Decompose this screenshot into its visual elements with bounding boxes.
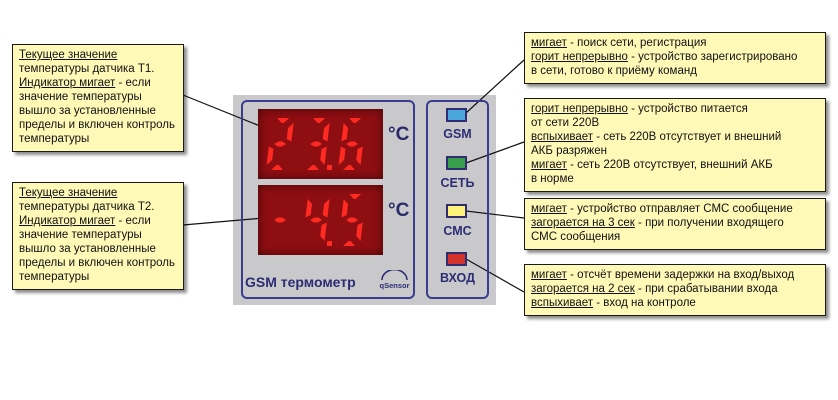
callout-vhod-l2: - при срабатывании входа: [634, 283, 778, 295]
callout-set-l1: - устройство питается: [627, 103, 748, 115]
callout-vhod-l3: - вход на контроле: [593, 297, 696, 309]
callout-sms-l3: СМС сообщения: [531, 231, 621, 243]
callout-t1-line3: - если: [115, 77, 151, 89]
callout-sms-l1: - устройство отправляет СМС сообщение: [566, 203, 793, 215]
t2-digit-0-segment-g: [274, 217, 287, 223]
svg-text:qSensor: qSensor: [379, 281, 409, 290]
t1-digit-0-segment-e: [266, 146, 274, 165]
t2-digit-1-segment-g: [310, 217, 323, 223]
seven-segment-t1: [266, 118, 363, 170]
t1-digit-2-segment-f: [341, 123, 349, 142]
qsensor-logo: qSensor: [379, 270, 410, 290]
callout-t2-line2: температуры датчика Т2.: [19, 201, 155, 213]
sms-indicator-label: СМС: [443, 224, 472, 238]
gsm-indicator-icon: [446, 108, 467, 122]
t1-digit-2-segment-d: [343, 165, 355, 170]
callout-t2-line1: Текущее значение: [19, 187, 118, 199]
callout-gsm-l1: - поиск сети, регистрация: [566, 37, 707, 49]
callout-t2-line4: значение температуры: [19, 229, 142, 241]
callout-gsm-l2-underlined: горит непрерывно: [531, 51, 628, 63]
callout-t2-line6: пределы и включен контроль: [19, 257, 175, 269]
callout-gsm-l3: в сети, готово к приёму команд: [531, 65, 697, 77]
t2-digit-2-segment-g: [346, 217, 359, 223]
callout-set-l5: - сеть 220В отсутствует, внешний АКБ: [566, 159, 773, 171]
callout-t2-line3: - если: [115, 215, 151, 227]
t2-digit-1-segment-c: [320, 222, 327, 241]
callout-t1: Текущее значение температуры датчика Т1.…: [12, 44, 184, 152]
callout-set-l4: АКБ разряжен: [531, 145, 607, 157]
t1-digit-0-segment-a: [277, 118, 290, 123]
callout-set-l2: от сети 220В: [531, 117, 600, 129]
t1-digit-2-segment-c: [356, 146, 363, 165]
t1-digit-1-segment-b: [322, 123, 330, 142]
t1-digit-2-segment-e: [338, 146, 346, 165]
callout-t2-line7: температуры: [19, 271, 90, 283]
seven-segment-t2: [274, 194, 363, 246]
temperature-display-t1: [258, 109, 383, 179]
callout-set-l3-underlined: вспыхивает: [531, 131, 594, 143]
callout-set: горит непрерывно - устройство питается о…: [524, 98, 826, 192]
t1-digit-0-segment-d: [271, 165, 283, 170]
callout-t1-line1: Текущее значение: [19, 49, 118, 61]
device-title: GSM термометр: [245, 274, 356, 290]
t1-digit-1-segment-g: [310, 141, 323, 147]
vhod-indicator-label: ВХОД: [439, 271, 476, 285]
callout-sms-l1-underlined: мигает: [531, 203, 567, 215]
t2-digit-2-segment-a: [349, 194, 362, 199]
display-panel: [241, 100, 415, 299]
callout-sms: мигает - устройство отправляет СМС сообщ…: [524, 198, 826, 250]
t1-digit-1-segment-d: [307, 165, 319, 170]
callout-vhod-l1-underlined: мигает: [531, 269, 567, 281]
t1-digit-1-segment-a: [313, 118, 326, 123]
set-indicator-label: СЕТЬ: [440, 176, 475, 190]
callout-gsm: мигает - поиск сети, регистрация горит н…: [524, 32, 826, 84]
callout-set-l1-underlined: горит непрерывно: [531, 103, 628, 115]
t1-digit-2-segment-g: [346, 141, 359, 147]
t1-digit-0-segment-b: [286, 123, 294, 142]
t2-digit-2-segment-d: [343, 241, 355, 246]
callout-sms-l2-underlined: загорается на 3 сек: [531, 217, 635, 229]
unit-label-t1: °C: [388, 124, 410, 145]
callout-t2-line5: вышло за установленные: [19, 243, 156, 255]
t2-digit-2-segment-f: [341, 199, 349, 218]
callout-set-l6: в норме: [531, 173, 574, 185]
callout-set-l5-underlined: мигает: [531, 159, 567, 171]
callout-set-l3: - сеть 220В отсутствует и внешний: [593, 131, 782, 143]
t2-digit-2-segment-c: [356, 222, 363, 241]
callout-vhod-l2-underlined: загорается на 2 сек: [531, 283, 635, 295]
callout-vhod: мигает - отсчёт времени задержки на вход…: [524, 264, 826, 316]
t2-digit-1-segment-b: [322, 199, 330, 218]
callout-t1-line2: температуры датчика Т1.: [19, 63, 155, 75]
t1-digit-2-segment-a: [349, 118, 362, 123]
temperature-display-t2: [258, 185, 383, 255]
set-indicator-icon: [446, 156, 467, 170]
callout-t1-line7: температуры: [19, 133, 90, 145]
callout-sms-l2: - при получении входящего: [634, 217, 784, 229]
callout-t2-line3-underlined: Индикатор мигает: [19, 215, 116, 227]
t2-digit-1-segment-f: [305, 199, 313, 218]
callout-t1-line6: пределы и включен контроль: [19, 119, 175, 131]
callout-gsm-l2: - устройство зарегистрировано: [627, 51, 798, 63]
t1-digit-0-segment-g: [274, 141, 287, 147]
indicator-panel: [426, 100, 489, 299]
sms-indicator-icon: [446, 204, 467, 218]
callout-t2: Текущее значение температуры датчика Т2.…: [12, 182, 184, 290]
t1-digit-1-segment-c: [320, 146, 327, 165]
vhod-indicator-icon: [446, 252, 467, 266]
callout-vhod-l1: - отсчёт времени задержки на вход/выход: [566, 269, 795, 281]
gsm-indicator-label: GSM: [443, 127, 472, 141]
callout-t1-line5: вышло за установленные: [19, 105, 156, 117]
callout-vhod-l3-underlined: вспыхивает: [531, 297, 594, 309]
t2-decimal-point: [327, 241, 332, 246]
callout-t1-line3-underlined: Индикатор мигает: [19, 77, 116, 89]
t1-decimal-point: [327, 165, 332, 170]
callout-gsm-l1-underlined: мигает: [531, 37, 567, 49]
unit-label-t2: °C: [388, 200, 410, 221]
callout-t1-line4: значение температуры: [19, 91, 142, 103]
